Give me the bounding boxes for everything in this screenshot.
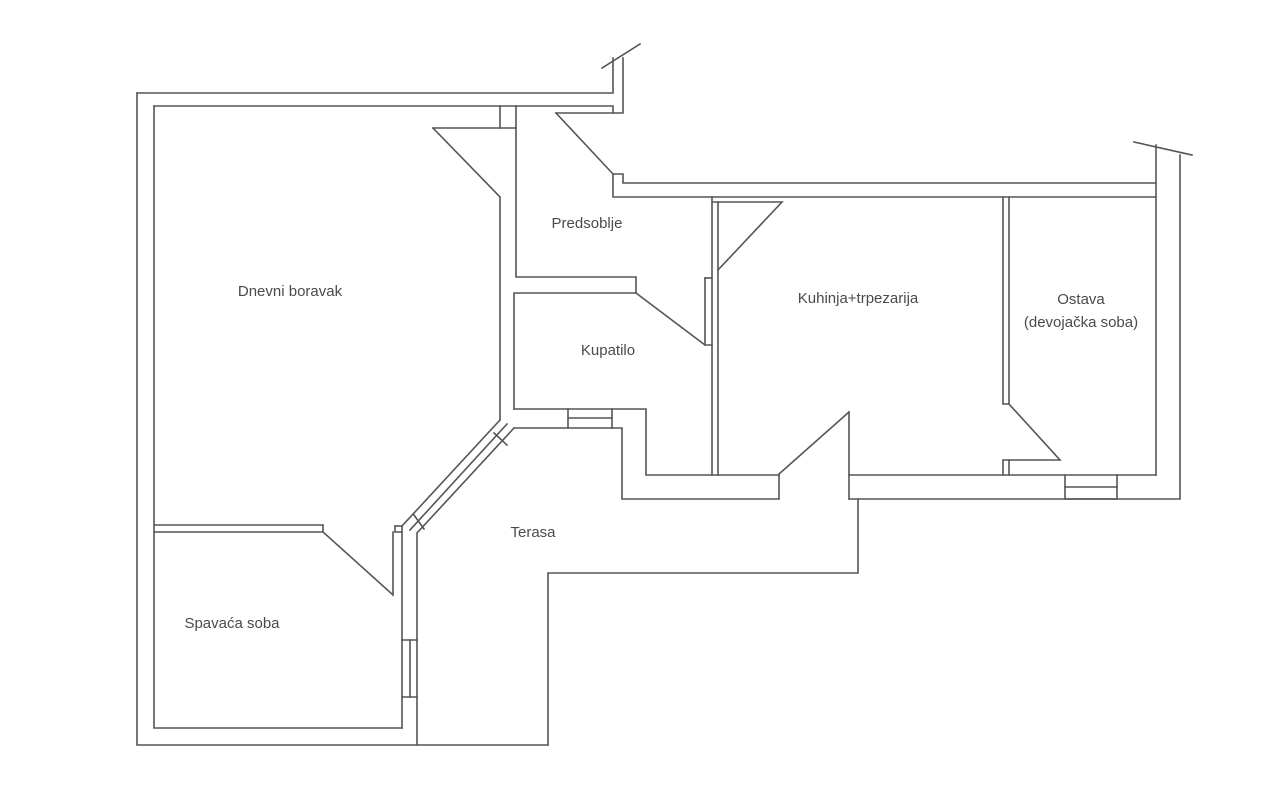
right-outer [848,154,1181,500]
room-label-terrace: Terasa [510,524,556,541]
diag-window-mid [408,422,509,532]
bath-door-diag [634,291,707,347]
tick-right [1133,141,1193,156]
diag-window-end2 [412,513,426,531]
room-label-bedroom: Spavaća soba [184,615,280,632]
room-label-storage: Ostava [1057,291,1105,308]
inner-wall-left [153,105,403,729]
room-label-living-room: Dnevni boravak [238,283,343,300]
storage-door [1007,402,1062,461]
column-top [499,105,517,129]
bath-bottom [513,408,780,476]
outer-wall-left [136,92,549,746]
bath-door-stub [704,277,713,346]
room-label-bathroom: Kupatilo [581,342,635,359]
diag-window-end1 [492,431,509,447]
room-label-storage-sub: (devojačka soba) [1024,314,1138,331]
entrance-tick-left [600,42,642,70]
kitchen-door-diag [513,410,851,500]
hallway-door-right [711,201,784,272]
outer-wall-top [136,57,614,94]
room-label-kitchen: Kuhinja+trpezarija [798,290,919,307]
hallway-diag-right-2 [554,111,1157,184]
terrace-edge [547,498,859,746]
bedroom-divider [153,524,324,533]
kitchen-top-inner [612,173,1157,198]
storage-stub [1002,459,1010,476]
hallway-diag-left [431,126,501,421]
storage-divider [1002,196,1010,405]
room-label-hallway: Predsoblje [552,215,623,232]
inner-wall-top [153,57,624,114]
bedroom-stub-2 [394,525,403,533]
diag-outer [416,426,516,746]
hallway-wall-inner [513,127,637,410]
bedroom-door [321,530,394,597]
walls [136,42,1193,746]
